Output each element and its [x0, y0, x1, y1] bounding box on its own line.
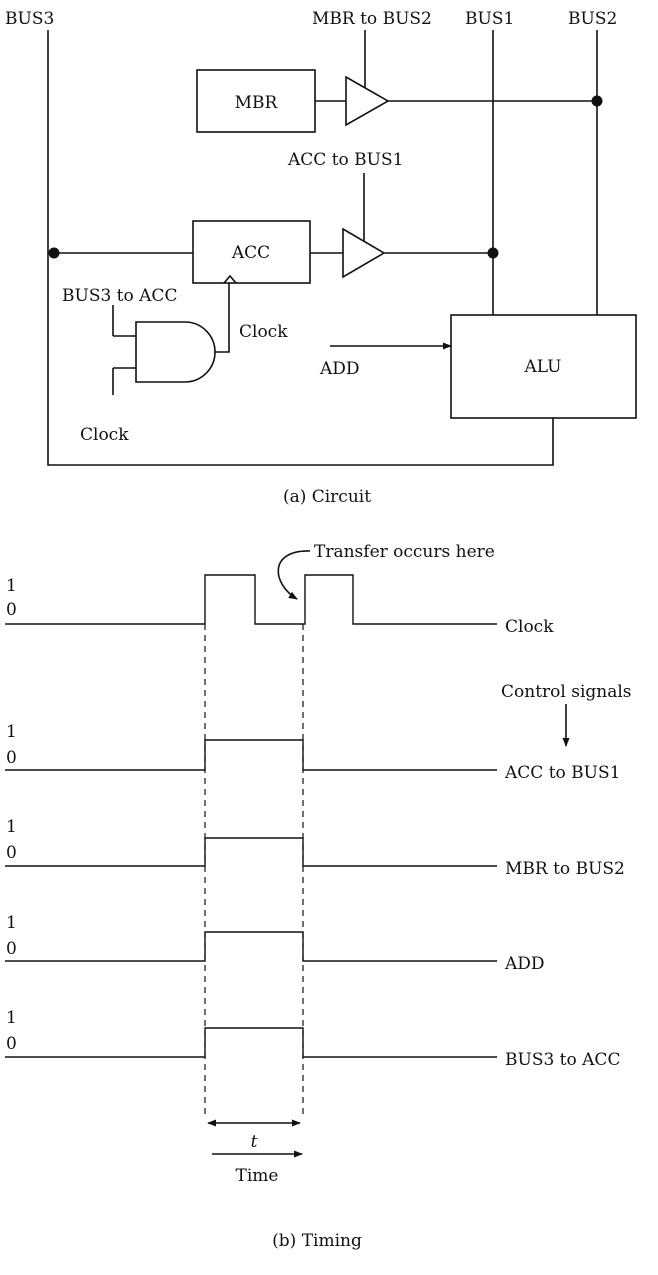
add-waveform-group: 1 0 ADD [5, 913, 545, 974]
add-level-low: 0 [6, 939, 17, 959]
bus3-to-acc-waveform [5, 1027, 497, 1058]
transfer-annotation-arrow [277, 550, 311, 600]
clock-output-label: Clock [239, 322, 288, 342]
bus2-label: BUS2 [568, 9, 617, 29]
bus1-junction-dot [487, 247, 499, 259]
add-control-label: ADD [319, 359, 360, 379]
clock-level-high: 1 [6, 576, 17, 596]
time-label: Time [236, 1166, 279, 1186]
bus2-junction-dot [591, 95, 603, 107]
bus1-label: BUS1 [465, 9, 514, 29]
add-level-high: 1 [6, 913, 17, 933]
acc-to-bus1-level-high: 1 [6, 722, 17, 742]
acc-to-bus1-waveform [5, 739, 497, 771]
interval-label: t [251, 1132, 258, 1152]
and-gate [135, 321, 216, 383]
bus3-to-acc-input-label: BUS3 to ACC [62, 286, 177, 306]
acc-to-bus1-signal-label: ACC to BUS1 [504, 763, 620, 783]
mbr-to-bus2-signal-label: MBR to BUS2 [505, 859, 625, 879]
timing-diagram: Transfer occurs here 1 0 Clock Control s… [5, 542, 632, 1251]
alu-block-label: ALU [524, 357, 562, 377]
bus3-to-acc-waveform-group: 1 0 BUS3 to ACC [5, 1008, 620, 1070]
bus3-label: BUS3 [5, 9, 54, 29]
acc-to-bus1-control-label: ACC to BUS1 [287, 150, 403, 170]
acc-block [192, 220, 311, 284]
transfer-annotation: Transfer occurs here [314, 542, 495, 562]
acc-clock-input-triangle [223, 274, 237, 284]
clock-waveform [5, 574, 497, 625]
mbr-to-bus2-level-low: 0 [6, 843, 17, 863]
circuit-caption: (a) Circuit [283, 487, 371, 507]
bus3-to-acc-level-low: 0 [6, 1034, 17, 1054]
clock-signal-label: Clock [505, 617, 554, 637]
mbr-to-bus2-top-label: MBR to BUS2 [312, 9, 432, 29]
clock-waveform-group: 1 0 Clock [5, 574, 554, 637]
mbr-block [196, 69, 316, 133]
mbr-to-bus2-buffer [345, 75, 390, 127]
bus3-to-acc-level-high: 1 [6, 1008, 17, 1028]
and-output-to-acc-clock-wire [215, 283, 230, 353]
clock-level-low: 0 [6, 600, 17, 620]
mbr-to-bus2-waveform [5, 837, 497, 867]
acc-to-bus1-waveform-group: 1 0 ACC to BUS1 [5, 722, 620, 783]
add-waveform [5, 931, 497, 962]
bus3-line [47, 30, 554, 466]
control-signals-label: Control signals [501, 682, 632, 702]
acc-to-bus1-buffer [342, 227, 386, 279]
timing-caption: (b) Timing [272, 1231, 362, 1251]
bus3-junction-dot [48, 247, 60, 259]
add-signal-label: ADD [504, 954, 545, 974]
mbr-to-bus2-waveform-group: 1 0 MBR to BUS2 [5, 817, 625, 879]
mbr-to-bus2-level-high: 1 [6, 817, 17, 837]
acc-to-bus1-level-low: 0 [6, 748, 17, 768]
acc-block-label: ACC [231, 243, 270, 263]
circuit-diagram: BUS3 MBR to BUS2 BUS1 BUS2 MBR ACC to BU… [5, 9, 637, 507]
clock-input-label: Clock [80, 425, 129, 445]
mbr-block-label: MBR [235, 93, 279, 113]
bus3-to-acc-signal-label: BUS3 to ACC [505, 1050, 620, 1070]
alu-block [450, 314, 637, 419]
